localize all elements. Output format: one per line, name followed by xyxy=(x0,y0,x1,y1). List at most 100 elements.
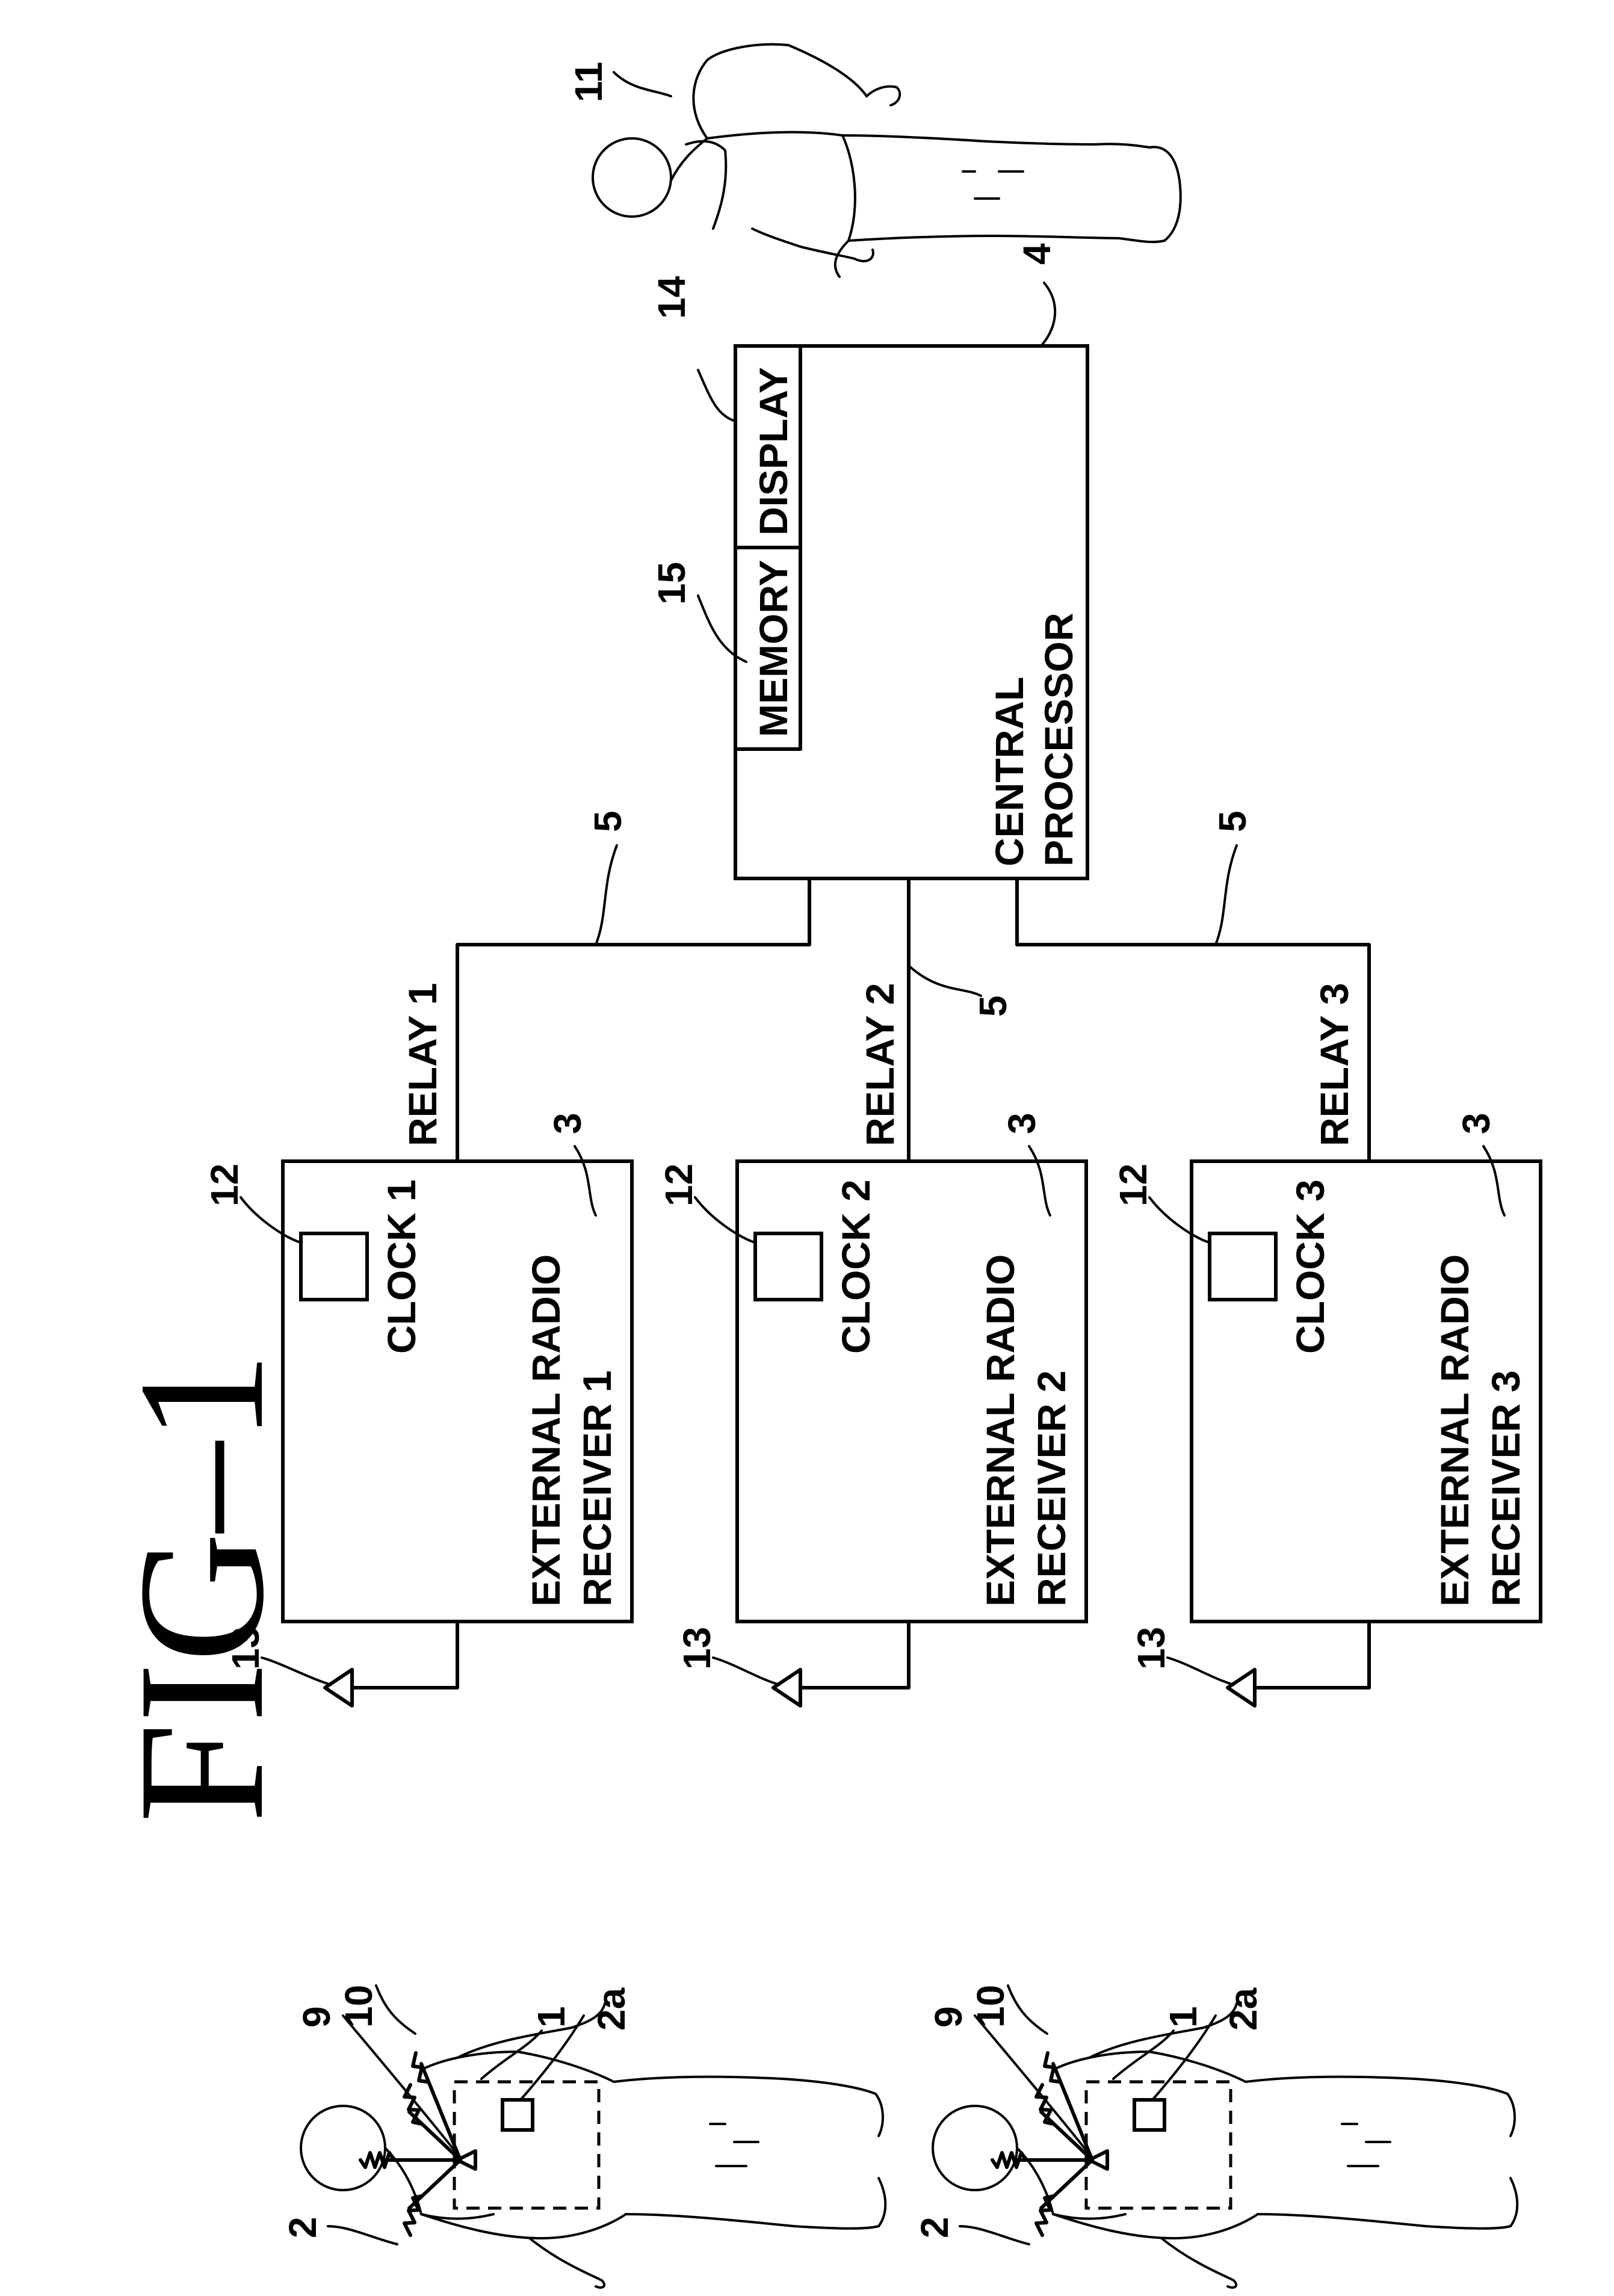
patient-2: 2 9 2a 1 10 xyxy=(913,1985,1517,2288)
receiver-3-label-1: EXTERNAL RADIO xyxy=(1432,1254,1477,1607)
ref-5-a-leader xyxy=(596,845,617,945)
figure-title: FIG–1 xyxy=(101,1352,301,1823)
ref-4-leader xyxy=(1041,283,1055,346)
observer-hand-top xyxy=(867,87,900,105)
observer-arm-lower xyxy=(752,229,873,261)
patient-2-ref-2a-leader xyxy=(1152,2016,1216,2100)
receiver-3-antenna-wire xyxy=(1255,1622,1369,1688)
memory-label: MEMORY xyxy=(751,560,796,737)
patient-2-arm-bottom xyxy=(1161,2238,1236,2288)
patient-2-ref-9-leader xyxy=(975,2016,1089,2154)
ref-11-leader xyxy=(614,72,671,96)
receiver-3-ref-3: 3 xyxy=(1455,1113,1498,1134)
relay-1-label: RELAY 1 xyxy=(400,983,445,1146)
ref-5-b: 5 xyxy=(971,995,1015,1017)
receiver-2-antenna-wire xyxy=(800,1622,909,1688)
ref-4: 4 xyxy=(1015,243,1059,265)
receiver-2-label-1: EXTERNAL RADIO xyxy=(978,1254,1022,1607)
patient-2-trouser-seam xyxy=(1342,2124,1390,2166)
patient-1-feet xyxy=(876,2094,885,2226)
receiver-1-antenna xyxy=(325,1670,352,1706)
patient-2-ref-2: 2 xyxy=(913,2217,956,2238)
ref-5-b-leader xyxy=(909,966,981,996)
patient-1-signal-1 xyxy=(360,2153,460,2167)
patient-1-leg-lower xyxy=(626,2214,879,2229)
ref-15: 15 xyxy=(650,562,693,605)
receiver-2-antenna xyxy=(773,1670,800,1706)
patient-1-ref-2: 2 xyxy=(281,2217,324,2238)
patient-2-feet xyxy=(1507,2094,1517,2226)
patient-1: 2 9 2a 1 10 xyxy=(281,1985,885,2288)
receiver-2-ref-13-leader xyxy=(713,1658,779,1685)
ref-11: 11 xyxy=(567,61,610,102)
patient-1-arm-bottom xyxy=(530,2238,604,2288)
patient-1-ref-2a: 2a xyxy=(590,1987,633,2031)
patient-2-ref-1: 1 xyxy=(1161,2006,1205,2028)
receiver-2-clock-label: CLOCK 2 xyxy=(833,1179,878,1354)
patient-2-ref-9: 9 xyxy=(927,2006,970,2028)
patient-2-ref-10-leader xyxy=(1008,1986,1047,2034)
patient-2-ref-2a: 2a xyxy=(1222,1987,1265,2031)
patient-1-ref-10: 10 xyxy=(337,1985,380,2028)
observer-leg-lower xyxy=(849,236,1164,242)
ref-5-c-leader xyxy=(1216,845,1237,945)
patient-1-ref-1: 1 xyxy=(530,2006,573,2028)
patient-1-trouser-seam xyxy=(710,2124,758,2166)
patient-1-ref-2a-leader xyxy=(521,2016,584,2100)
receiver-2-ref-12: 12 xyxy=(657,1164,700,1206)
receiver-1-ref-12: 12 xyxy=(203,1164,246,1206)
receiver-2: CLOCK 2 EXTERNAL RADIO RECEIVER 2 RELAY … xyxy=(657,983,1086,1706)
central-processor-label-1: CENTRAL xyxy=(987,677,1031,866)
observer-head xyxy=(593,138,671,217)
receiver-2-ref-3: 3 xyxy=(1000,1113,1044,1134)
central-processor-label-2: PROCESSOR xyxy=(1036,613,1081,866)
observer-collar xyxy=(686,141,726,229)
receiver-2-ref-13: 13 xyxy=(675,1627,719,1670)
patient-1-back xyxy=(421,2052,614,2082)
display-label: DISPLAY xyxy=(751,367,796,535)
receiver-2-label-2: RECEIVER 2 xyxy=(1029,1371,1074,1606)
relay-3-label: RELAY 3 xyxy=(1312,983,1356,1146)
receiver-3-ref-13-leader xyxy=(1167,1658,1234,1685)
patient-2-back xyxy=(1053,2052,1246,2082)
observer-trouser-seam xyxy=(963,171,1023,199)
connection-line-1 xyxy=(457,878,809,1161)
receiver-1-label-1: EXTERNAL RADIO xyxy=(524,1254,568,1607)
observer-shoulder xyxy=(671,45,788,181)
patient-1-ref-2-leader xyxy=(328,2226,397,2244)
ref-5-c: 5 xyxy=(1211,810,1254,832)
patient-2-ref-10: 10 xyxy=(969,1985,1012,2028)
observer-leg-upper xyxy=(843,135,1149,147)
receiver-2-clock-box xyxy=(755,1233,821,1300)
patient-2-ref-2-leader xyxy=(960,2226,1029,2244)
ref-5-a: 5 xyxy=(586,810,629,832)
patient-1-ref-9-leader xyxy=(343,2016,457,2154)
receiver-3: CLOCK 3 EXTERNAL RADIO RECEIVER 3 RELAY … xyxy=(1112,983,1541,1706)
receiver-1-clock-label: CLOCK 1 xyxy=(379,1179,424,1354)
patient-1-sensor xyxy=(502,2100,533,2130)
receiver-1-ref-13: 13 xyxy=(224,1627,267,1670)
receiver-3-ref-13: 13 xyxy=(1130,1627,1173,1670)
relay-2-label: RELAY 2 xyxy=(858,983,902,1146)
receiver-1-clock-box xyxy=(301,1233,367,1300)
patient-2-head xyxy=(933,2106,1017,2190)
patient-2-sensor xyxy=(1134,2100,1164,2130)
receiver-3-clock-box xyxy=(1210,1233,1276,1300)
patient-2-leg-lower xyxy=(1258,2214,1510,2229)
receiver-1-label-2: RECEIVER 1 xyxy=(575,1371,619,1606)
receiver-1-antenna-wire xyxy=(352,1622,457,1688)
receiver-3-label-2: RECEIVER 3 xyxy=(1483,1371,1528,1606)
receiver-1-ref-3: 3 xyxy=(546,1113,589,1134)
receiver-3-ref-12: 12 xyxy=(1112,1164,1155,1206)
patient-1-ref-10-leader xyxy=(376,1986,415,2034)
patient-1-leg-upper xyxy=(614,2077,876,2094)
patient-1-head xyxy=(301,2106,385,2190)
observer-feet xyxy=(1149,147,1181,241)
patient-2-signal-1 xyxy=(992,2153,1092,2167)
patient-1-ref-9: 9 xyxy=(295,2006,338,2028)
receiver-3-antenna xyxy=(1228,1670,1255,1706)
ref-14: 14 xyxy=(650,276,693,319)
ref-14-leader xyxy=(698,370,735,421)
central-processor: DISPLAY MEMORY CENTRAL PROCESSOR 14 15 4 xyxy=(650,243,1087,878)
